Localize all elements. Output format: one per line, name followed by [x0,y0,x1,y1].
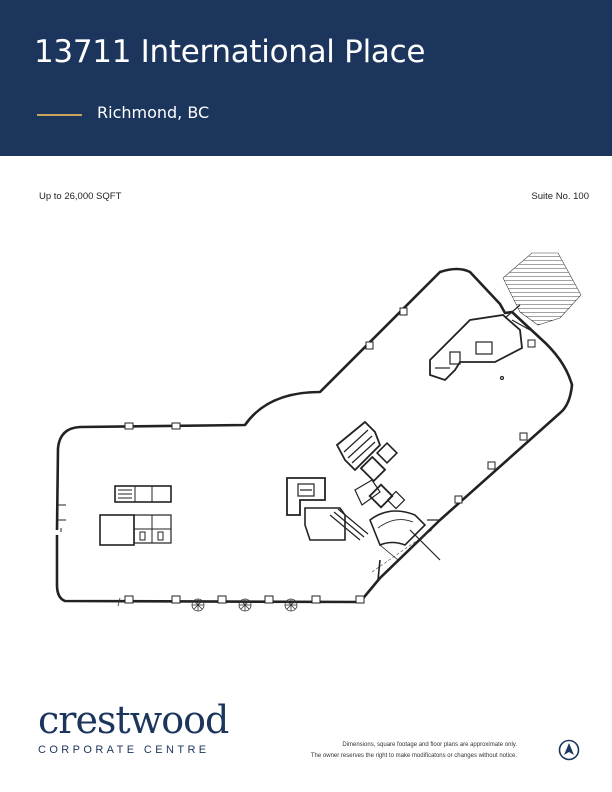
hatched-area [502,252,582,326]
central-core [286,420,441,561]
logo-tagline: CORPORATE CENTRE [38,744,210,756]
disclaimer: Dimensions, square footage and floor pla… [311,740,517,762]
disclaimer-line-1: Dimensions, square footage and floor pla… [342,742,517,748]
accent-rule [37,114,82,116]
crestwood-logo: crestwood CORPORATE CENTRE [38,698,229,756]
floor-plan [55,252,582,612]
left-openings [58,504,66,532]
logo-wordmark: crestwood [38,698,229,742]
dashed-line [371,529,433,573]
header-banner: 13711 International Place Richmond, BC [0,0,612,156]
outer-wall [55,267,574,604]
north-arrow-icon [558,739,580,761]
suite-label: Suite No. 100 [531,191,589,202]
disclaimer-line-2: The owner reserves the right to make mod… [310,753,517,759]
location-subtitle: Richmond, BC [97,103,210,122]
area-label: Up to 26,000 SQFT [39,191,122,202]
exterior-fans [117,597,298,612]
left-washroom-block [99,485,172,546]
column-markers [124,307,536,604]
upper-right-service [429,304,531,382]
page-title: 13711 International Place [34,34,426,70]
